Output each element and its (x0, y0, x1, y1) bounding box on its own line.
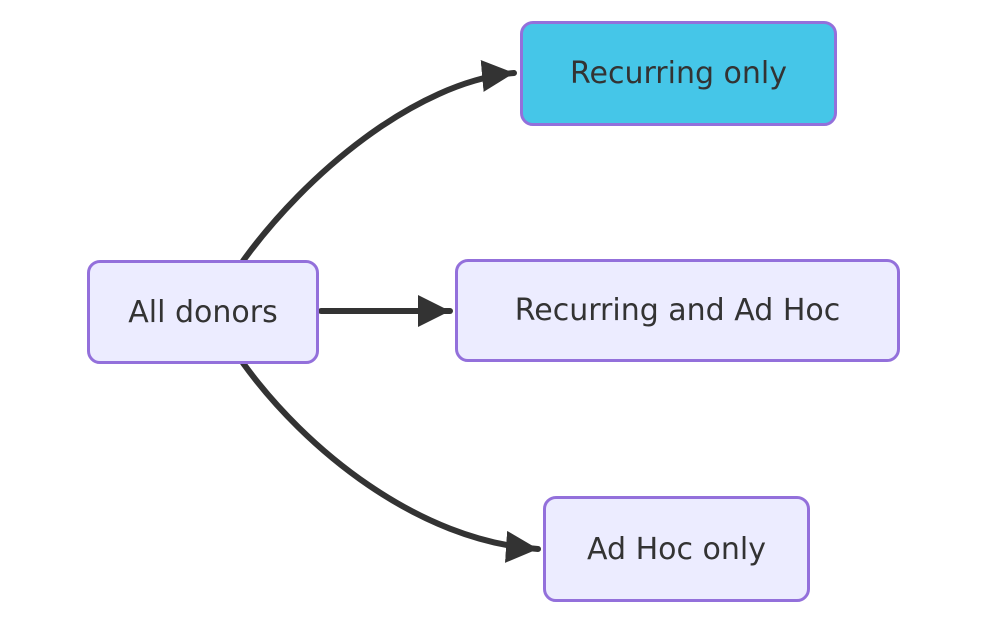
node-all-donors-label: All donors (128, 294, 278, 330)
node-all-donors: All donors (87, 260, 319, 364)
node-recurring-and-adhoc-label: Recurring and Ad Hoc (514, 293, 841, 328)
edge-all-donors-to-recurring-only (240, 59, 517, 264)
node-recurring-only: Recurring only (520, 21, 837, 126)
node-adhoc-only: Ad Hoc only (543, 496, 810, 602)
node-adhoc-only-label: Ad Hoc only (587, 531, 766, 567)
edge-all-donors-to-adhoc-only (240, 360, 541, 563)
node-recurring-only-label: Recurring only (570, 56, 787, 91)
node-recurring-and-adhoc: Recurring and Ad Hoc (455, 259, 900, 362)
